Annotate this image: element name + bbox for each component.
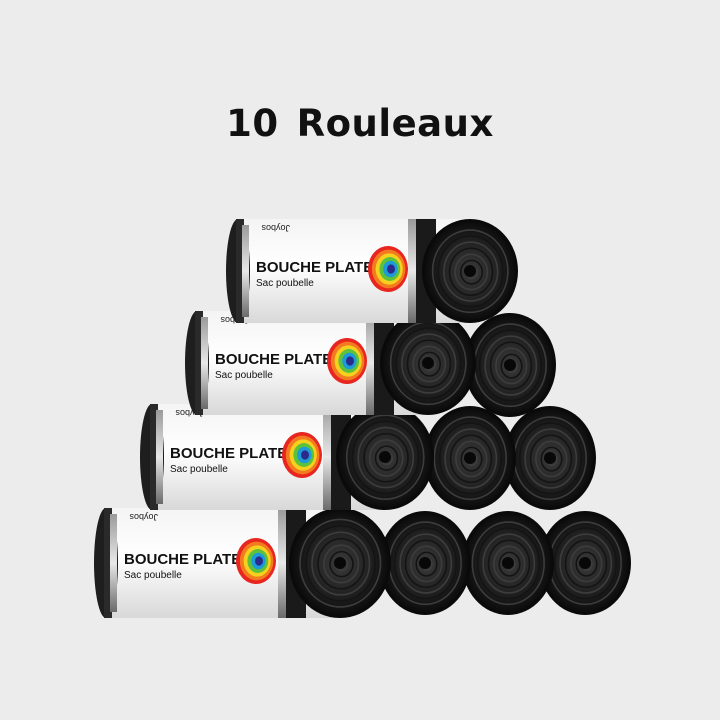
rainbow-logo-icon bbox=[282, 432, 322, 478]
roll-end-front-3 bbox=[336, 404, 434, 510]
rainbow-logo-icon bbox=[327, 338, 367, 384]
roll-end-3 bbox=[379, 511, 471, 615]
product-title: BOUCHE PLATE bbox=[215, 351, 332, 368]
product-subtitle: Sac poubelle bbox=[256, 278, 314, 289]
roll-end-5 bbox=[424, 406, 516, 510]
product-subtitle: Sac poubelle bbox=[170, 464, 228, 475]
brand-text: Joybos bbox=[261, 223, 290, 233]
headline: 10 Rouleaux bbox=[0, 102, 720, 145]
product-subtitle: Sac poubelle bbox=[124, 570, 182, 581]
brand-text: Joybos bbox=[175, 408, 204, 418]
roll-end-front-1 bbox=[422, 219, 518, 323]
headline-count: 10 bbox=[226, 102, 279, 145]
headline-unit: Rouleaux bbox=[296, 102, 494, 145]
product-title: BOUCHE PLATE bbox=[170, 445, 287, 462]
rainbow-logo-icon bbox=[236, 538, 276, 584]
roll-end-front-2 bbox=[380, 311, 476, 415]
product-title: BOUCHE PLATE bbox=[256, 259, 373, 276]
product-subtitle: Sac poubelle bbox=[215, 370, 273, 381]
roll-end-4 bbox=[504, 406, 596, 510]
roll-end-front-4 bbox=[289, 508, 391, 618]
brand-text: Joybos bbox=[129, 512, 158, 522]
product-title: BOUCHE PLATE bbox=[124, 551, 241, 568]
roll-end-6 bbox=[464, 313, 556, 417]
roll-end-2 bbox=[462, 511, 554, 615]
rainbow-logo-icon bbox=[368, 246, 408, 292]
